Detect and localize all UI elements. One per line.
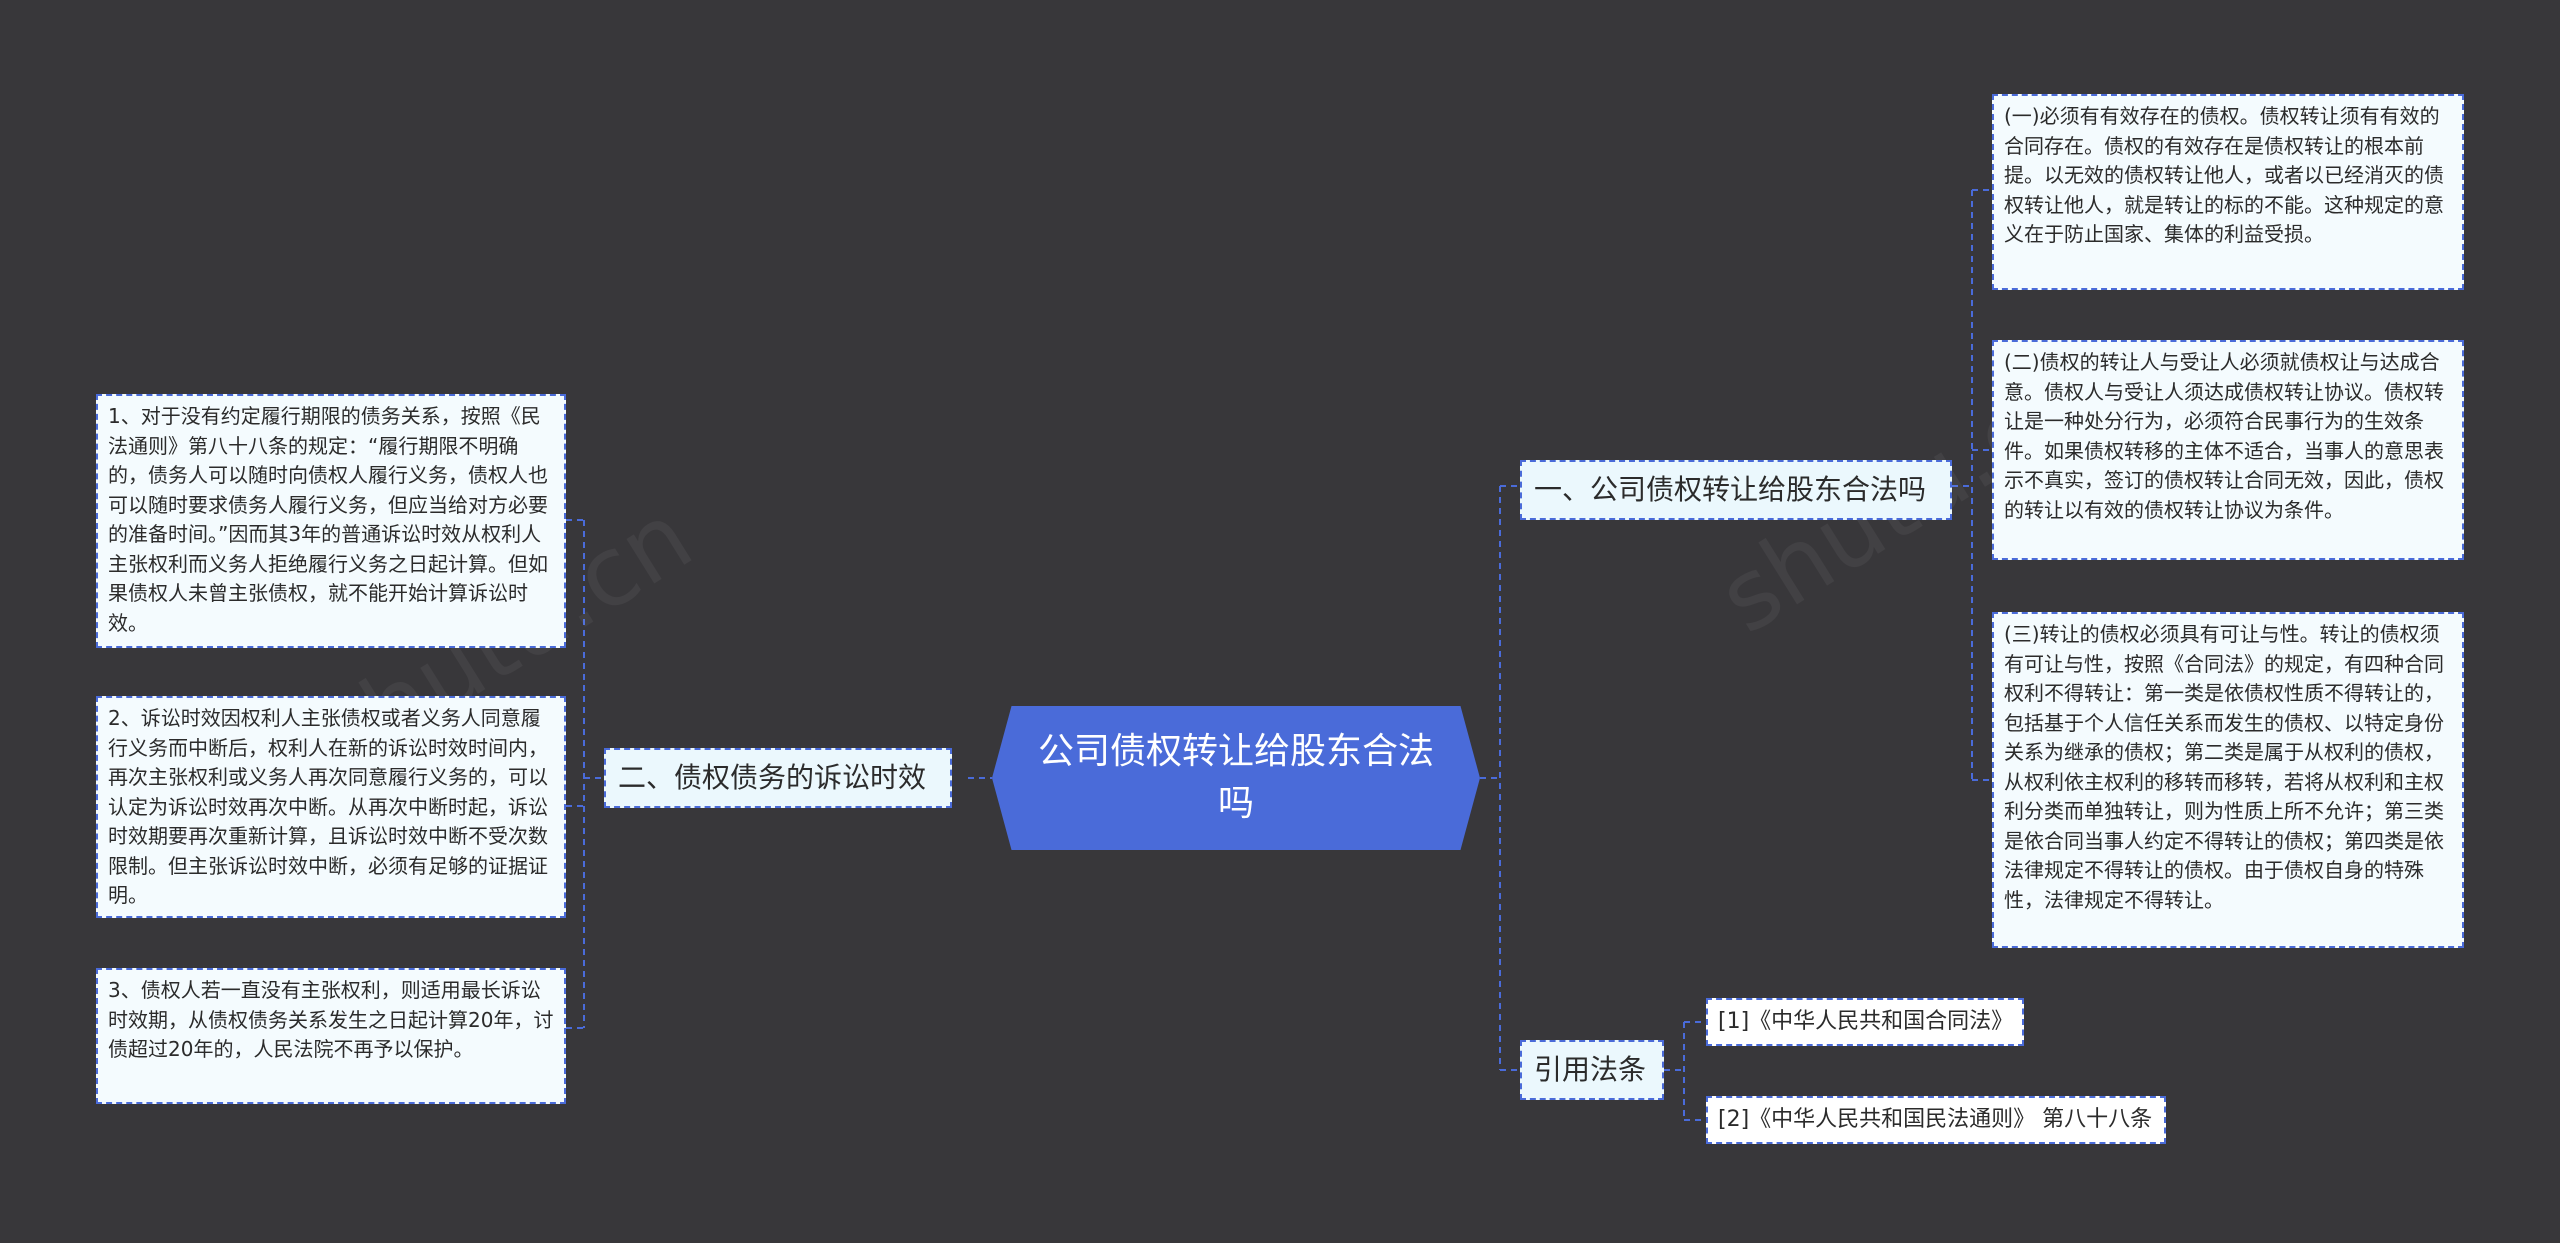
leaf-transferability[interactable]: (三)转让的债权必须具有可让与性。转让的债权须有可让与性，按照《合同法》的规定，…	[1992, 612, 2464, 948]
leaf-mutual-agreement[interactable]: (二)债权的转让人与受让人必须就债权让与达成合意。债权人与受让人须达成债权转让协…	[1992, 340, 2464, 560]
leaf-valid-claim[interactable]: (一)必须有有效存在的债权。债权转让须有有效的合同存在。债权的有效存在是债权转让…	[1992, 94, 2464, 290]
root-topic[interactable]: 公司债权转让给股东合法吗	[992, 706, 1480, 850]
branch-limitation-period[interactable]: 二、债权债务的诉讼时效	[604, 748, 952, 808]
leaf-no-agreed-term[interactable]: 1、对于没有约定履行期限的债务关系，按照《民法通则》第八十八条的规定：“履行期限…	[96, 394, 566, 648]
branch-legal-question[interactable]: 一、公司债权转让给股东合法吗	[1520, 460, 1952, 520]
leaf-maximum-period[interactable]: 3、债权人若一直没有主张权利，则适用最长诉讼时效期，从债权债务关系发生之日起计算…	[96, 968, 566, 1104]
leaf-interruption[interactable]: 2、诉讼时效因权利人主张债权或者义务人同意履行义务而中断后，权利人在新的诉讼时效…	[96, 696, 566, 918]
citation-contract-law[interactable]: [1]《中华人民共和国合同法》	[1706, 998, 2024, 1046]
citation-general-principles[interactable]: [2]《中华人民共和国民法通则》 第八十八条	[1706, 1096, 2166, 1144]
branch-citations[interactable]: 引用法条	[1520, 1040, 1664, 1100]
